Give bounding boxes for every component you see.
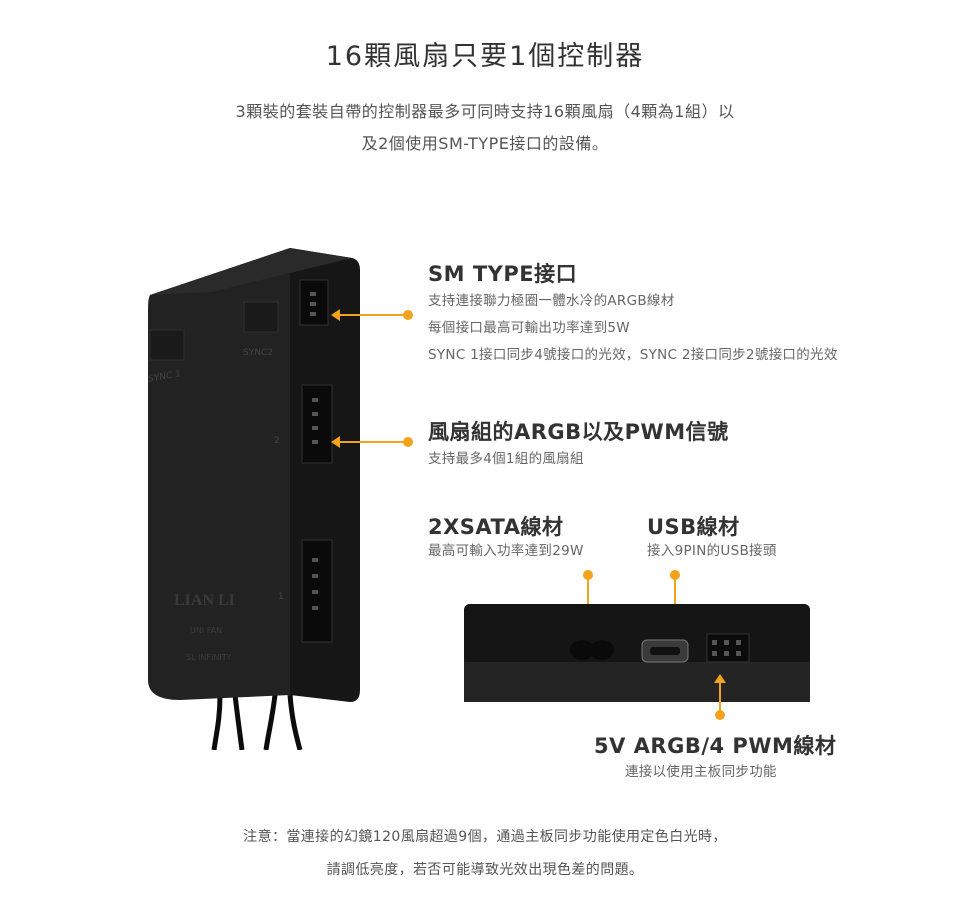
note-line-2: 請調低亮度，若否可能導致光效出現色差的問題。 bbox=[326, 862, 644, 878]
sm-type-heading: SM TYPE接口 bbox=[428, 262, 578, 286]
controller-device-svg bbox=[148, 248, 360, 751]
brand-logo-text: LIAN LI bbox=[174, 592, 235, 609]
dot-fan-group bbox=[403, 437, 413, 447]
port-2-label: 2 bbox=[274, 436, 280, 446]
arrow-head-argb bbox=[714, 674, 726, 683]
sata-heading: 2XSATA線材 bbox=[428, 515, 564, 539]
note-line-1: 注意：當連接的幻鏡120風扇超過9個，通過主板同步功能使用定色白光時， bbox=[243, 829, 727, 845]
dot-argb bbox=[715, 710, 725, 720]
controller-bottom-image bbox=[462, 600, 812, 705]
arrow-sm-type bbox=[333, 314, 407, 316]
arrow-sata bbox=[587, 578, 589, 626]
usb-heading: USB線材 bbox=[647, 515, 740, 539]
model-label-1: UNI FAN bbox=[190, 626, 223, 635]
fan-group-line-1: 支持最多4個1組的風扇組 bbox=[428, 451, 584, 467]
sm-type-line-1: 支持連接聯力極圈一體水冷的ARGB線材 bbox=[428, 293, 675, 309]
model-label-2: SL INFINITY bbox=[186, 653, 232, 662]
arrow-argb bbox=[719, 682, 721, 714]
port-1-label: 1 bbox=[278, 592, 284, 602]
usb-line-1: 接入9PIN的USB接頭 bbox=[647, 543, 777, 559]
intro-line-1: 3顆裝的套裝自帶的控制器最多可同時支持16顆風扇（4顆為1組）以 bbox=[235, 102, 735, 121]
fan-group-heading: 風扇組的ARGB以及PWM信號 bbox=[428, 420, 729, 444]
intro-line-2: 及2個使用SM-TYPE接口的設備。 bbox=[361, 134, 609, 153]
controller-device-image: SYNC 1 SYNC2 2 1 LIAN LI UNI FAN SL INFI… bbox=[140, 240, 370, 751]
dot-sm-type bbox=[403, 310, 413, 320]
dot-usb bbox=[670, 570, 680, 580]
sm-type-line-3: SYNC 1接口同步4號接口的光效，SYNC 2接口同步2號接口的光效 bbox=[428, 347, 838, 363]
arrow-head-fan-group bbox=[331, 436, 340, 448]
arrow-head-sm-type bbox=[331, 309, 340, 321]
page-title: 16顆風扇只要1個控制器 bbox=[325, 41, 645, 72]
sm-type-line-2: 每個接口最高可輸出功率達到5W bbox=[428, 320, 630, 336]
arrow-usb bbox=[674, 578, 676, 626]
controller-bottom-svg bbox=[464, 604, 810, 702]
sync2-label: SYNC2 bbox=[243, 348, 273, 358]
argb-line-1: 連接以使用主板同步功能 bbox=[625, 764, 777, 780]
sata-line-1: 最高可輸入功率達到29W bbox=[428, 543, 584, 559]
argb-heading: 5V ARGB/4 PWM線材 bbox=[594, 734, 837, 758]
arrow-fan-group bbox=[333, 441, 407, 443]
dot-sata bbox=[583, 570, 593, 580]
